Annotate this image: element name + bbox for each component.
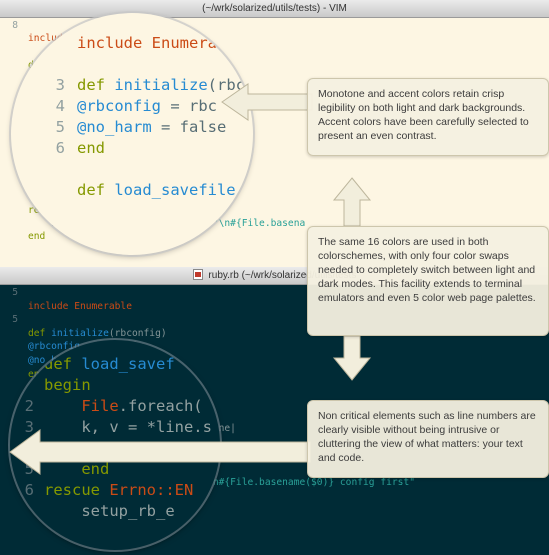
code-token: def (77, 181, 115, 199)
code-token: File (44, 397, 119, 415)
code-line: 6 end (11, 138, 253, 159)
line-number: 5 (24, 460, 34, 478)
line-number: 8 (12, 20, 18, 31)
code-line: 4 self[k] = v.s (10, 438, 220, 459)
code-text: self[k] = v.s (44, 439, 203, 457)
code-text: @rbconfig = rbc (77, 97, 217, 115)
code-token: @rbconfig (77, 97, 161, 115)
code-token: en (28, 368, 40, 380)
code-text: end (28, 231, 45, 242)
line-number: 2 (24, 397, 34, 415)
code-token: = false (151, 118, 227, 136)
code-text: @no_h (28, 355, 57, 366)
callout-contrast: Monotone and accent colors retain crisp … (307, 78, 549, 156)
line-number: 6 (24, 481, 34, 499)
code-text: setup_rb_e (44, 502, 175, 520)
line-number: 6 (55, 139, 65, 157)
light-window-titlebar[interactable]: (~/wrk/solarized/utils/tests) - VIM (0, 0, 549, 18)
code-line: def load_savefile (11, 180, 253, 201)
callout-line-numbers: Non critical elements such as line numbe… (307, 400, 549, 478)
callout-text: The same 16 colors are used in both colo… (318, 236, 536, 304)
code-token: end (28, 231, 46, 243)
code-token: end (77, 139, 105, 157)
code-line: include Enumerable (0, 300, 549, 313)
code-token: load_savefile (114, 181, 236, 199)
code-token: k, v = *line.s (44, 418, 212, 436)
code-text: end (44, 460, 109, 478)
code-token: self[k] = v.s (44, 439, 203, 457)
code-text: rescue Errno::EN (44, 481, 193, 499)
code-text: def initialize(rbconfig) (28, 328, 167, 339)
line-number: 3 (24, 418, 34, 436)
code-token: rescue (44, 481, 110, 499)
code-token: load_savef (81, 355, 175, 373)
code-token: @no_harm (77, 118, 152, 136)
code-token: .foreach( (118, 397, 203, 415)
code-token: (rbconfig) (108, 327, 167, 339)
code-token: def (28, 327, 52, 339)
callout-text: Non critical elements such as line numbe… (318, 410, 536, 464)
code-line: 8 (0, 19, 549, 32)
code-token: def (77, 76, 115, 94)
code-token: Errno::EN (109, 481, 194, 499)
code-text: def load_savef (44, 355, 175, 373)
line-number: 4 (55, 97, 65, 115)
code-text: File.foreach( (44, 397, 203, 415)
code-token: (rbco (207, 76, 253, 94)
line-number: 3 (55, 76, 65, 94)
code-line: 5 @no_harm = false (11, 117, 253, 138)
callout-palette: The same 16 colors are used in both colo… (307, 226, 549, 336)
code-token: end (44, 460, 110, 478)
line-number: 5 (12, 314, 18, 326)
code-line: @no_h (0, 354, 549, 367)
code-line: 3 def initialize(rbco (11, 75, 253, 96)
code-line: def initialize(rbconfig) (0, 327, 549, 340)
ruby-file-icon (192, 269, 203, 280)
code-line: def load_savef (10, 354, 220, 375)
code-token: include Enumerable (28, 300, 132, 312)
code-line: 5 end (10, 459, 220, 480)
code-token: "\n#{File.basena (212, 218, 306, 229)
code-text: include Enumerable (28, 301, 132, 312)
code-text: def load_savefile (77, 181, 236, 199)
code-line: 2 File.foreach( (10, 396, 220, 417)
code-line (11, 54, 253, 75)
code-line: 5 (0, 313, 549, 326)
code-line: en (0, 368, 549, 381)
code-token: = rbc (161, 97, 217, 115)
code-token: initialize (114, 76, 208, 94)
code-line: end (0, 230, 549, 243)
code-line: setup_rb_e (10, 501, 220, 522)
code-text: include Enumerab (77, 34, 226, 52)
code-token: @rbconfig (28, 341, 80, 353)
code-text: @no_harm = false (77, 118, 226, 136)
window-title: (~/wrk/solarized/utils/tests) - VIM (202, 3, 347, 14)
code-line: 5 (0, 286, 549, 299)
code-line: begin (10, 375, 220, 396)
code-text: def initialize(rbco (77, 76, 253, 94)
code-line: 4 @rbconfig = rbc (11, 96, 253, 117)
code-token: begin (44, 376, 91, 394)
code-text: en (28, 369, 40, 380)
code-line: 6 rescue Errno::EN (10, 480, 220, 501)
code-text: begin (44, 376, 91, 394)
code-token: @no_h (28, 355, 57, 366)
code-text: k, v = *line.s (44, 418, 212, 436)
callout-text: Monotone and accent colors retain crisp … (318, 88, 529, 142)
code-token: "\n#{File.basename($0)} config first" (201, 477, 415, 489)
line-number: 5 (55, 118, 65, 136)
code-token: def (44, 355, 82, 373)
code-token: initialize (51, 327, 109, 339)
code-line (11, 159, 253, 180)
code-token: setup_rb_e (44, 502, 175, 520)
code-line: include Enumerab (11, 33, 253, 54)
window-title: ruby.rb (~/wrk/solarized/utils/tests (208, 270, 357, 281)
light-magnifier: include Enumerab 3 def initialize(rbco 4 @rb… (11, 13, 253, 255)
code-line: 3 k, v = *line.s (10, 417, 220, 438)
line-number: 4 (24, 439, 34, 457)
code-text: end (77, 139, 105, 157)
code-token: include Enumerab (77, 34, 227, 52)
line-number: 5 (12, 287, 18, 298)
